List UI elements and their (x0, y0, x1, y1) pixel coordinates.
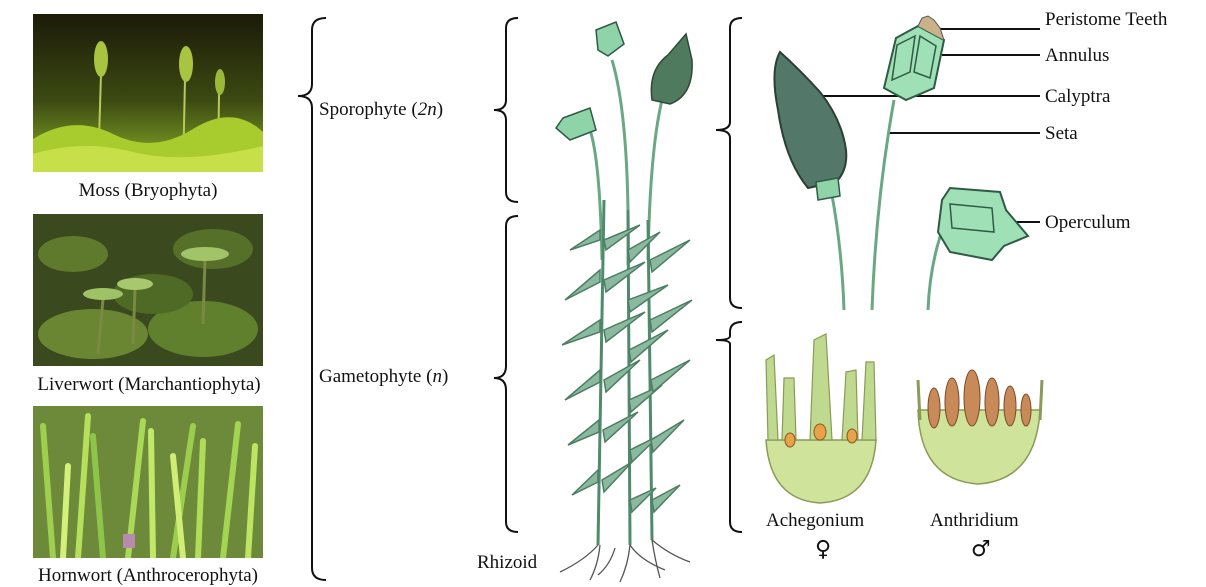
archegonium-label: Achegonium (766, 510, 864, 532)
antheridium-illustration (918, 370, 1042, 484)
moss-plant-illustration (556, 22, 692, 582)
gametophyte-bracket (494, 216, 518, 532)
gametophyte-label: Gametophyte (n) (319, 366, 448, 388)
seta-label: Seta (1045, 123, 1078, 145)
antheridium-label: Anthridium (930, 510, 1019, 532)
annulus-label: Annulus (1045, 45, 1109, 67)
rhizoid-label: Rhizoid (477, 552, 537, 574)
sporophyte-ploidy: 2n (418, 99, 437, 120)
capsule-detail-illustration (774, 16, 1028, 310)
female-symbol: ♀ (815, 537, 831, 562)
male-symbol: ♂ (971, 537, 991, 562)
gametophyte-name: Gametophyte (319, 366, 421, 387)
operculum-label: Operculum (1045, 212, 1130, 234)
calyptra-label: Calyptra (1045, 86, 1110, 108)
sporophyte-name: Sporophyte (319, 99, 407, 120)
capsule-bracket (716, 18, 742, 308)
sporophyte-bracket (494, 18, 518, 202)
sporophyte-label: Sporophyte (2n) (319, 99, 443, 121)
sexorgan-bracket (716, 322, 742, 532)
gametophyte-ploidy: n (432, 366, 442, 387)
peristome-teeth-label: Peristome Teeth (1045, 9, 1167, 31)
archegonium-illustration (766, 334, 876, 503)
